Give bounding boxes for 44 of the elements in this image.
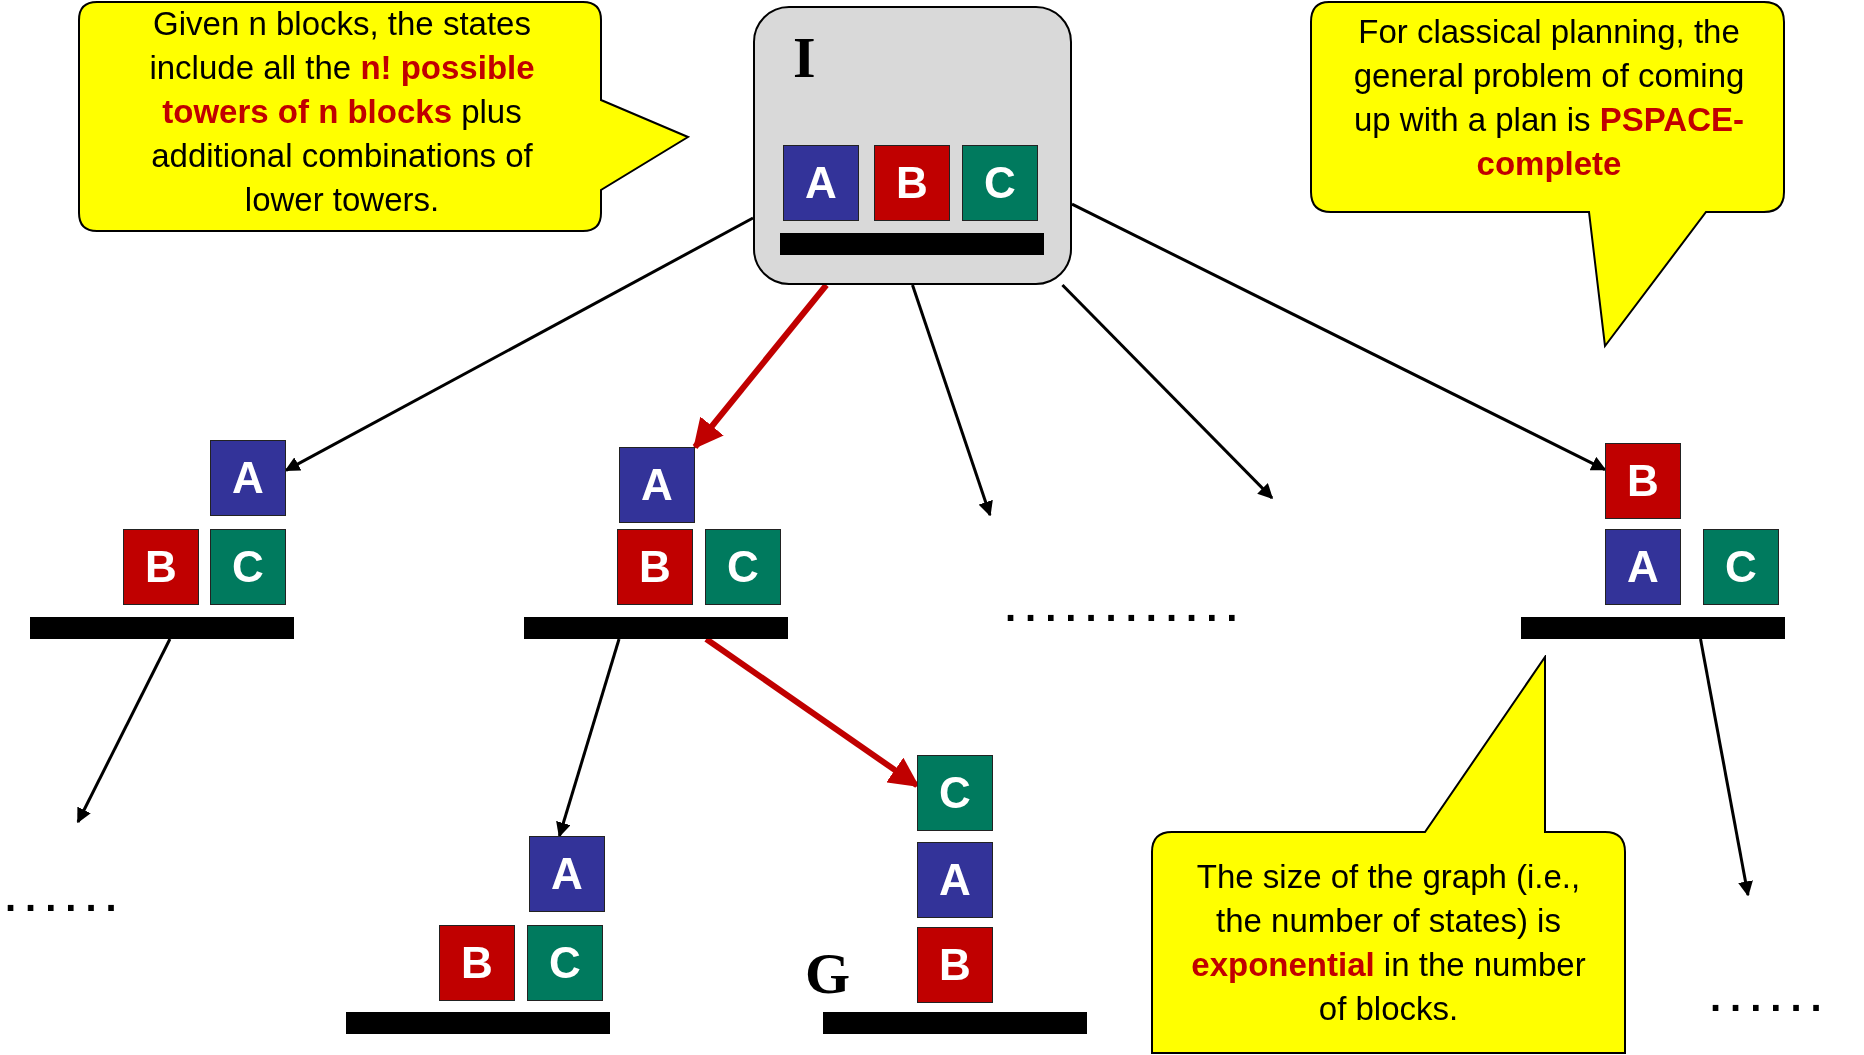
letter-block: B — [617, 529, 693, 605]
letter-block: B — [123, 529, 199, 605]
arrow — [692, 283, 829, 450]
arrow — [284, 216, 754, 472]
letter-block: B — [1605, 443, 1681, 519]
arrow — [76, 638, 172, 824]
state-box — [753, 6, 1072, 285]
arrow — [1699, 638, 1753, 897]
letter-block: B — [874, 145, 950, 221]
speech-bubble — [1309, 0, 1786, 350]
letter-block: C — [1703, 529, 1779, 605]
speech-bubble — [77, 0, 692, 233]
letter-block: A — [917, 842, 993, 918]
letter-block: C — [705, 529, 781, 605]
letter-block: B — [439, 925, 515, 1001]
table-bar — [346, 1012, 610, 1034]
letter-block: A — [1605, 529, 1681, 605]
table-bar — [780, 233, 1044, 255]
ellipsis-dots: ............ — [1005, 585, 1247, 630]
letter-block: A — [619, 447, 695, 523]
letter-block: C — [527, 925, 603, 1001]
letter-block: A — [210, 440, 286, 516]
arrow — [556, 638, 621, 838]
callout-text: The size of the graph (i.e., the number of states) is exponential in the number of blocks. — [1190, 857, 1587, 1029]
ellipsis-dots: ...... — [1710, 975, 1831, 1020]
ellipsis-dots: ...... — [5, 875, 126, 920]
letter-block: B — [917, 927, 993, 1003]
table-bar — [1521, 617, 1785, 639]
callout-text: For classical planning, the general problem of coming up with a plan is PSPACE-complete — [1352, 12, 1746, 184]
table-bar — [524, 617, 788, 639]
letter-block: C — [962, 145, 1038, 221]
table-bar — [823, 1012, 1087, 1034]
arrow — [1061, 283, 1274, 500]
callout-text: Given n blocks, the states include all the n! possible towers of n blocks plus additional combinations of lower towers. — [148, 4, 536, 220]
letter-block: A — [783, 145, 859, 221]
table-bar — [30, 617, 294, 639]
arrow — [1071, 202, 1607, 471]
letter-block: C — [917, 755, 993, 831]
speech-bubble — [1150, 655, 1627, 1055]
arrow — [911, 284, 993, 517]
letter-block: A — [529, 836, 605, 912]
letter-block: C — [210, 529, 286, 605]
goal-label: G — [805, 940, 851, 1007]
state-label: I — [793, 24, 816, 91]
